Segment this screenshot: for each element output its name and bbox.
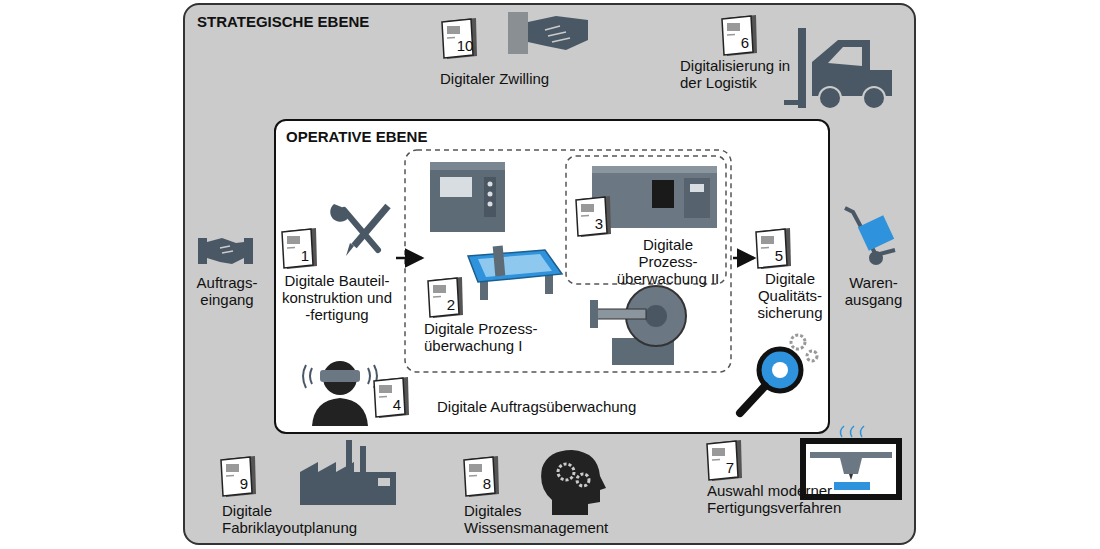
item-caption: Digitale Prozess- überwachung I	[424, 320, 569, 354]
flow-caption: Waren- ausgang	[836, 274, 911, 308]
flow-caption: Auftrags- eingang	[186, 274, 268, 308]
callout-number: 5	[770, 247, 788, 264]
item-caption: Digitaler Zwilling	[440, 70, 610, 87]
callout-number: 1	[296, 247, 314, 264]
callout-number: 4	[388, 396, 406, 413]
item-caption: Digitale Prozess- überwachung II	[612, 236, 724, 287]
callout-number: 9	[235, 475, 253, 492]
callout-number: 8	[478, 475, 496, 492]
callout-number: 2	[442, 296, 460, 313]
level-title: STRATEGISCHE EBENE	[197, 13, 369, 31]
item-caption: Digitale Fabriklayoutplanung	[222, 502, 392, 536]
level-title: OPERATIVE EBENE	[286, 128, 427, 146]
item-caption: Digitalisierung in der Logistik	[680, 57, 792, 91]
callout-number: 6	[736, 34, 754, 51]
callout-number: 7	[721, 459, 739, 476]
item-caption: Digitale Qualitäts- sicherung	[752, 270, 828, 321]
item-caption: Digitales Wissensmanagement	[464, 502, 654, 536]
callout-number: 10	[456, 37, 474, 54]
item-caption: Digitale Auftragsüberwachung	[437, 398, 697, 415]
item-caption: Digitale Bauteil- konstruktion und -fert…	[278, 272, 396, 323]
callout-number: 3	[590, 215, 608, 232]
item-caption: Auswahl moderner Fertigungsverfahren	[707, 482, 841, 516]
